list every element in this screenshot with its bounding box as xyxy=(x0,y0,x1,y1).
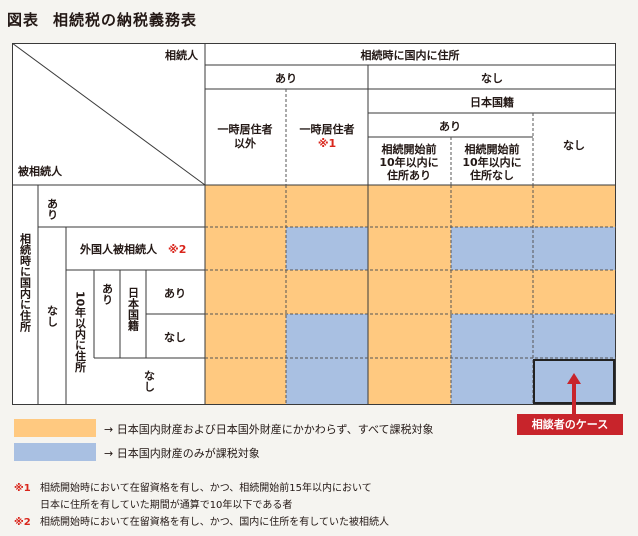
cell-r1-c3 xyxy=(368,185,451,227)
col4-label-line3: 住所なし xyxy=(470,168,514,182)
table-border xyxy=(12,43,616,405)
consultant-case-callout: 相談者のケース xyxy=(517,414,623,435)
col3-label-line1: 相続開始前 xyxy=(382,142,437,156)
cell-r3-c4 xyxy=(451,270,533,314)
corner-diagonal xyxy=(12,43,206,186)
cell-r3-c1 xyxy=(205,270,286,314)
corner-heir-label: 相続人 xyxy=(165,48,199,62)
nationality-row-yes: あり xyxy=(164,287,186,300)
cell-r5-c2 xyxy=(286,358,368,405)
cell-r1-c5 xyxy=(533,185,616,227)
col4-label-line2: 10年以内に xyxy=(462,155,521,169)
col1-label-line1: 一時居住者 xyxy=(218,122,273,136)
legend-orange-text: → 日本国内財産および日本国外財産にかかわらず、すべて課税対象 xyxy=(104,423,434,436)
cell-r3-c5 xyxy=(533,270,616,314)
note2-mark: ※2 xyxy=(168,243,186,256)
cell-r5-c4 xyxy=(451,358,533,405)
decedent-domicile-header: 相続時に国内に住所 xyxy=(19,232,32,333)
col3-label-line2: 10年以内に xyxy=(379,155,438,169)
corner-decedent-label: 被相続人 xyxy=(18,164,63,178)
ten-years-domicile-label: 10年以内に住所 xyxy=(74,291,87,373)
ten-years-yes: あり xyxy=(101,283,114,305)
cell-r4-c2 xyxy=(286,314,368,358)
heir-domicile-yes: あり xyxy=(275,72,297,85)
cell-r3-c3 xyxy=(368,270,451,314)
cell-r4-c4 xyxy=(451,314,533,358)
col3-label-line3: 住所あり xyxy=(387,168,431,182)
col4-label-line1: 相続開始前 xyxy=(465,142,520,156)
cell-r5-c1 xyxy=(205,358,286,405)
heir-domicile-no: なし xyxy=(481,72,503,85)
legend-orange-swatch xyxy=(14,419,96,437)
ten-years-no: なし xyxy=(143,370,156,393)
nationality-no: なし xyxy=(563,139,585,152)
legend-blue-text: → 日本国内財産のみが課税対象 xyxy=(104,447,260,460)
col2-label: 一時居住者 xyxy=(300,122,355,136)
note-1-line-2: 日本に住所を有していた期間が通算で10年以下である者 xyxy=(40,500,293,511)
cell-r2-c1 xyxy=(205,227,286,270)
cell-r1-c1 xyxy=(205,185,286,227)
heir-domicile-header: 相続時に国内に住所 xyxy=(361,48,460,62)
row-header-background xyxy=(12,185,205,405)
cell-r1-c4 xyxy=(451,185,533,227)
cell-r4-c5 xyxy=(533,314,616,358)
cell-r4-c3 xyxy=(368,314,451,358)
foreign-decedent-label: 外国人被相続人 xyxy=(79,242,158,256)
nationality-yes: あり xyxy=(439,120,461,133)
cell-r2-c2 xyxy=(286,227,368,270)
header-background xyxy=(12,43,616,185)
decedent-domicile-no: なし xyxy=(46,305,59,328)
nationality-row-no: なし xyxy=(164,331,186,344)
cell-r3-c2 xyxy=(286,270,368,314)
cell-r5-c3 xyxy=(368,358,451,405)
cell-r2-c4 xyxy=(451,227,533,270)
decedent-domicile-yes: あり xyxy=(46,198,59,220)
cell-r1-c2 xyxy=(286,185,368,227)
legend-blue-swatch xyxy=(14,443,96,461)
tax-obligation-table: 相続人 被相続人 相続時に国内に住所 あり なし 日本国籍 あり なし 一時居住… xyxy=(12,43,616,405)
callout-arrow-icon xyxy=(567,373,581,415)
cell-r4-c1 xyxy=(205,314,286,358)
note1-mark: ※1 xyxy=(318,137,336,150)
japanese-nationality-header: 日本国籍 xyxy=(470,95,514,109)
cell-r2-c3 xyxy=(368,227,451,270)
japanese-nationality-row: 日本国籍 xyxy=(127,287,140,332)
col1-label-line2: 以外 xyxy=(234,136,256,150)
page-title: 図表相続税の納税義務表 xyxy=(7,11,198,29)
cell-r2-c5 xyxy=(533,227,616,270)
